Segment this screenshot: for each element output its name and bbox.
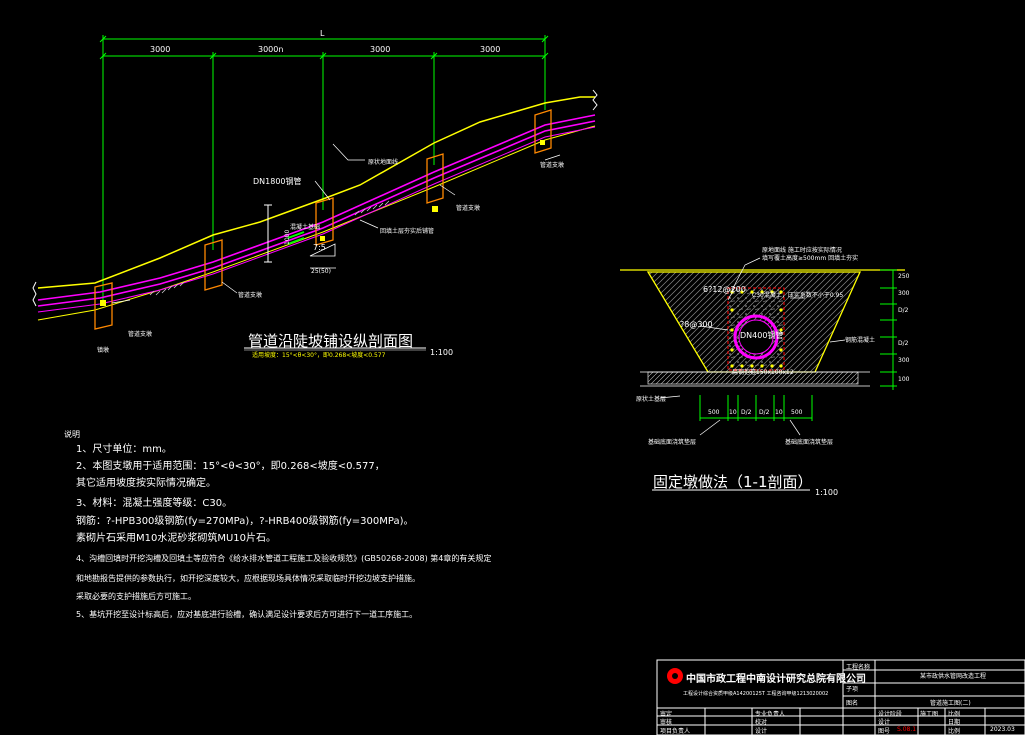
cross-scale: 1:100 bbox=[815, 488, 839, 497]
pipe-label: DN1800钢管 bbox=[253, 177, 302, 186]
callout-pier-2: 管道支墩 bbox=[238, 292, 263, 299]
slope-ratio: 7:5 bbox=[313, 243, 326, 252]
bottom-dim-6: 500 bbox=[791, 409, 803, 416]
rebar-side: ?8@300 bbox=[680, 320, 713, 329]
tb-cell: 设计 bbox=[878, 719, 891, 726]
company-cert: 工程设计综合资质甲级A14200125T 工程咨询甲级1213020002 bbox=[683, 691, 829, 697]
cross-pipe-label: DN400钢管 bbox=[740, 331, 784, 340]
segment-dim-3: 3000 bbox=[370, 45, 391, 54]
cross-top-note-2: 填写覆土高度≥500mm 回填土夯实 bbox=[762, 255, 859, 262]
anchor-note: 扁钢抱箍150x100x12 bbox=[732, 369, 794, 376]
dim-vertical: 1000 bbox=[284, 229, 291, 245]
note-line: 5、基坑开挖至设计标高后，应对基底进行验槽，确认满足设计要求后方可进行下一道工序… bbox=[76, 610, 418, 619]
tb-cell: 图号 bbox=[878, 728, 891, 735]
callout-pier-4: 管道支墩 bbox=[540, 162, 565, 169]
tb-cell: 设计阶段 bbox=[878, 711, 903, 718]
callout-backfill: 回填土层夯实后铺管 bbox=[380, 228, 435, 235]
right-dim-1: 250 bbox=[898, 273, 910, 280]
right-note: 钢筋混凝土 bbox=[845, 337, 876, 344]
overall-dimension: L bbox=[320, 29, 325, 38]
bottom-dim-5: 10 bbox=[775, 409, 783, 416]
note-line: 素砌片石采用M10水泥砂浆砌筑MU10片石。 bbox=[76, 533, 277, 544]
right-dim-2: 300 bbox=[898, 290, 910, 297]
longitudinal-section bbox=[32, 35, 598, 351]
callout-ground-line: 原状地面线 bbox=[368, 159, 399, 166]
cross-top-note-1: 原地面线 施工时应按实际情况 bbox=[762, 247, 842, 254]
segment-dim-1: 3000 bbox=[150, 45, 171, 54]
longitudinal-subtitle: 适用坡度：15°<θ<30°，即0.268<坡度<0.577 bbox=[252, 352, 386, 359]
tb-cell: 比例 bbox=[948, 728, 961, 735]
bottom-dim-4: D/2 bbox=[759, 409, 770, 416]
title-block-frame bbox=[656, 659, 1025, 735]
segment-dim-2: 3000n bbox=[258, 45, 284, 54]
project-value: 某市政供水管网改造工程 bbox=[920, 673, 987, 680]
tb-cell: 项目负责人 bbox=[660, 728, 691, 735]
right-dim-6: 100 bbox=[898, 376, 910, 383]
longitudinal-scale: 1:100 bbox=[430, 348, 454, 357]
note-line: 和地勘报告提供的参数执行，如开挖深度较大，应根据现场具体情况采取临时开挖边坡支护… bbox=[76, 574, 420, 583]
tb-cell: 2023.03 bbox=[990, 726, 1015, 733]
drawing-label: 图名 bbox=[846, 700, 859, 707]
drawing-number: S.08.1 bbox=[897, 726, 917, 733]
tb-cell: 审定 bbox=[660, 711, 673, 718]
note-line: 2、本图支墩用于适用范围：15°<θ<30°，即0.268<坡度<0.577， bbox=[76, 461, 385, 472]
left-note: 原状土基层 bbox=[636, 396, 667, 403]
right-dim-3: D/2 bbox=[898, 307, 909, 314]
right-dim-4: D/2 bbox=[898, 340, 909, 347]
tb-cell: 比例 bbox=[948, 711, 961, 718]
callout-anchor: 镇墩 bbox=[97, 347, 110, 354]
tb-cell: 校对 bbox=[755, 719, 768, 726]
note-line: 1、尺寸单位：mm。 bbox=[76, 444, 172, 455]
item-label: 子项 bbox=[846, 686, 859, 693]
project-label: 工程名称 bbox=[846, 664, 871, 671]
bottom-dim-3: D/2 bbox=[741, 409, 752, 416]
cross-section bbox=[620, 257, 905, 491]
cross-title: 固定墩做法（1-1剖面） bbox=[653, 473, 813, 491]
tb-cell: 审核 bbox=[660, 719, 673, 726]
note-line: 钢筋：?-HPB300级钢筋(fy=270MPa)，?-HRB400级钢筋(fy… bbox=[76, 516, 414, 527]
bottom-left-note: 基础底面浇筑垫层 bbox=[648, 439, 697, 446]
callout-pier-1: 管道支墩 bbox=[128, 331, 153, 338]
dim-bottom: 25(50) bbox=[311, 268, 331, 275]
segment-dim-4: 3000 bbox=[480, 45, 501, 54]
tb-cell: 设计 bbox=[755, 728, 768, 735]
bottom-dim-2: 10 bbox=[729, 409, 737, 416]
callout-foundation: 混凝土基础 bbox=[290, 224, 321, 231]
tb-cell: 施工图 bbox=[920, 711, 939, 718]
callout-pier-3: 管道支墩 bbox=[456, 205, 481, 212]
bottom-dim-1: 500 bbox=[708, 409, 720, 416]
drawing-value: 管道施工图(二) bbox=[930, 700, 971, 707]
bottom-right-note: 基础底面浇筑垫层 bbox=[785, 439, 834, 446]
tb-cell: 日期 bbox=[948, 719, 961, 726]
company-name: 中国市政工程中南设计研究总院有限公司 bbox=[686, 674, 866, 685]
note-line: 采取必要的支护措施后方可施工。 bbox=[76, 592, 196, 601]
concrete-note: C30混凝土，压实系数不小于0.95 bbox=[752, 292, 844, 299]
note-line: 4、沟槽回填时开挖沟槽及回填土等应符合《给水排水管道工程施工及验收规范》(GB5… bbox=[76, 554, 492, 563]
rebar-top: 6?12@200 bbox=[703, 285, 746, 294]
note-line: 其它适用坡度按实际情况确定。 bbox=[76, 478, 216, 489]
right-dim-5: 300 bbox=[898, 357, 910, 364]
tb-cell: 专业负责人 bbox=[755, 711, 786, 718]
longitudinal-title: 管道沿陡坡铺设纵剖面图 bbox=[248, 332, 414, 350]
notes-heading: 说明 bbox=[64, 430, 80, 439]
note-line: 3、材料：混凝土强度等级：C30。 bbox=[76, 498, 233, 509]
